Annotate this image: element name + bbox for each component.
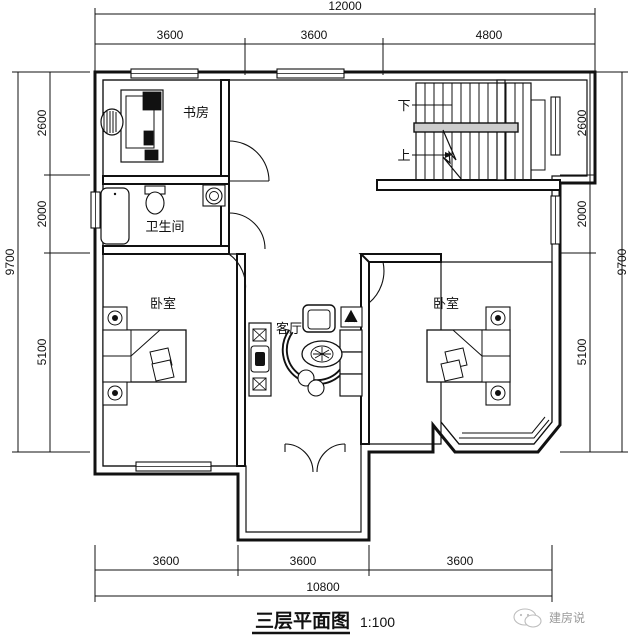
left-dimension-group [12,71,90,453]
stair-handrail [413,122,519,133]
sofa-side-icon [339,329,363,397]
armchair-icon [302,304,336,333]
right-total-dim-label: 9700 [615,248,629,275]
door-balcony-double [284,443,346,473]
room-label-bedroom-right: 卧室 [433,296,459,311]
top-seg-label-0: 3600 [157,28,184,42]
left-seg-label-0: 2600 [35,109,49,136]
stair-landing-wall [376,179,561,191]
right-seg-label-2: 5100 [575,338,589,365]
window-top-study [130,68,199,79]
windows-group [90,68,561,472]
bottom-dimension-group [94,545,553,602]
bottom-seg-label-0: 3600 [153,554,180,568]
plant-table-icon [340,306,363,328]
pillow-right-bottom [481,355,511,383]
furniture-bedroom-right [426,306,511,406]
quilt-right-icon [440,347,468,382]
left-total-dim-label: 9700 [3,248,17,275]
door-bedroom-right [368,261,385,304]
left-seg-label-1: 2000 [35,200,49,227]
stair-landing-return [531,99,546,171]
toilet-icon [144,185,166,215]
room-label-living: 客厅 [276,321,302,336]
study-right-wall [220,79,230,181]
wechat-icon [513,608,542,628]
furniture-living [248,304,363,397]
sink-icon [202,184,226,207]
keyboard-icon [143,130,154,146]
right-seg-label-1: 2000 [575,200,589,227]
right-dimension-group [560,71,628,453]
nightstand-right-bottom [485,381,511,406]
office-chair-icon [100,108,124,136]
coffee-table-icon [301,340,343,368]
nightstand-left-bottom [102,381,128,406]
room-label-bedroom-left: 卧室 [150,296,176,311]
doors-group [228,140,385,473]
top-total-dim-label: 12000 [328,0,362,13]
staircase-group [412,82,546,181]
drawing-title: 三层平面图 [255,610,350,632]
window-right-bedroom [550,195,561,245]
top-seg-label-2: 4800 [476,28,503,42]
bottom-seg-label-2: 3600 [447,554,474,568]
top-dimension-group [94,8,596,75]
bedroom-right-boundary [369,261,553,445]
nightstand-right-top [485,306,511,331]
watermark-label: 建房说 [549,610,585,625]
furniture-bedroom-left [102,306,187,406]
door-bedroom-left [228,253,247,294]
window-bottom-bedroom-left [135,461,212,472]
ottoman-icons [297,369,325,397]
stair-up-arrowhead [445,152,452,158]
window-top-hall [276,68,345,79]
furniture-bathroom [100,184,226,245]
outer-wall-outline [93,70,597,542]
nightstand-left-top [102,306,128,331]
room-label-bathroom: 卫生间 [145,219,184,234]
window-right-stair [550,96,561,156]
stair-up-label: 上 [397,148,410,163]
pc-tower-icon [144,149,159,161]
study-bath-divider-wall [102,175,230,185]
window-bay-bedroom-right [459,416,550,439]
quilt-left-icon [149,347,175,382]
drawing-scale: 1:100 [360,614,395,630]
left-seg-label-2: 5100 [35,338,49,365]
top-seg-label-1: 3600 [301,28,328,42]
bottom-total-dim-label: 10800 [306,580,340,594]
watermark-group: 建房说 [513,608,585,628]
building-walls [93,70,597,542]
monitor-icon [142,91,162,111]
bottom-seg-label-1: 3600 [290,554,317,568]
pillow-left-bottom [102,355,132,383]
bathroom-bedroom-divider-wall [102,245,230,255]
right-seg-label-0: 2600 [575,109,589,136]
bathtub-icon [100,187,130,245]
stair-down-label: 下 [397,98,410,113]
pillow-right-top [481,329,511,357]
stair-break-line [442,129,463,181]
pillow-left-top [102,329,132,357]
window-left-bathroom [90,191,101,229]
furniture-study [100,89,164,163]
door-bathroom [228,212,266,250]
tv-cabinet-icon [248,322,272,397]
living-top-right-wall [358,253,442,263]
room-label-study: 书房 [183,105,209,120]
bedroom-left-right-wall [236,253,246,467]
door-study [228,140,270,182]
